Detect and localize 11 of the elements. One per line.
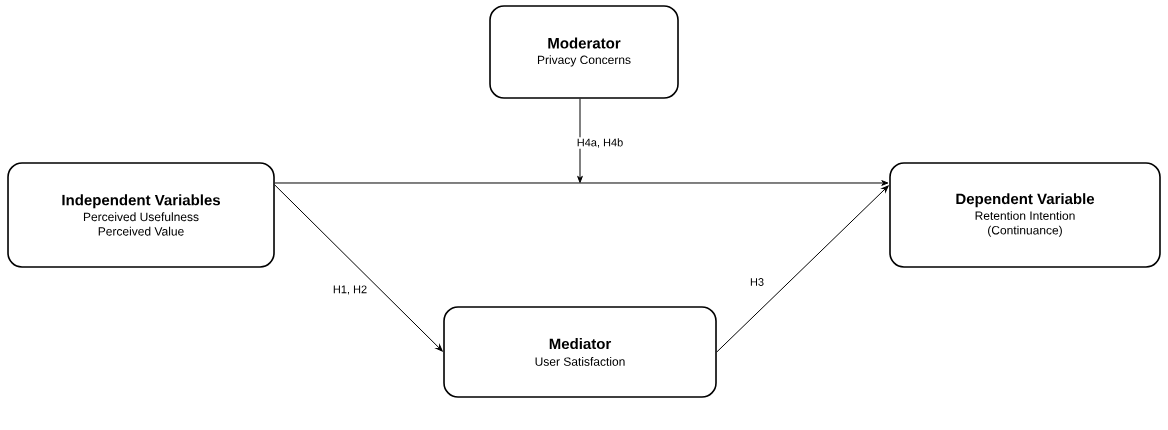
arrow (274, 180, 889, 186)
arrow (274, 184, 443, 352)
variable-box: Dependent Variable Retention Intention (Continuance) (889, 162, 1161, 268)
variable-box: Independent Variables Perceived Usefulness Perceived Value (7, 162, 275, 268)
edge-label: H1, H2 (331, 284, 369, 296)
arrow (577, 98, 583, 183)
variable-box: Mediator User Satisfaction (443, 306, 717, 398)
variable-box: Moderator Privacy Concerns (489, 5, 679, 99)
edge-label: H4a, H4b (575, 137, 625, 149)
edge-label: H3 (748, 277, 766, 287)
arrow (716, 185, 889, 353)
